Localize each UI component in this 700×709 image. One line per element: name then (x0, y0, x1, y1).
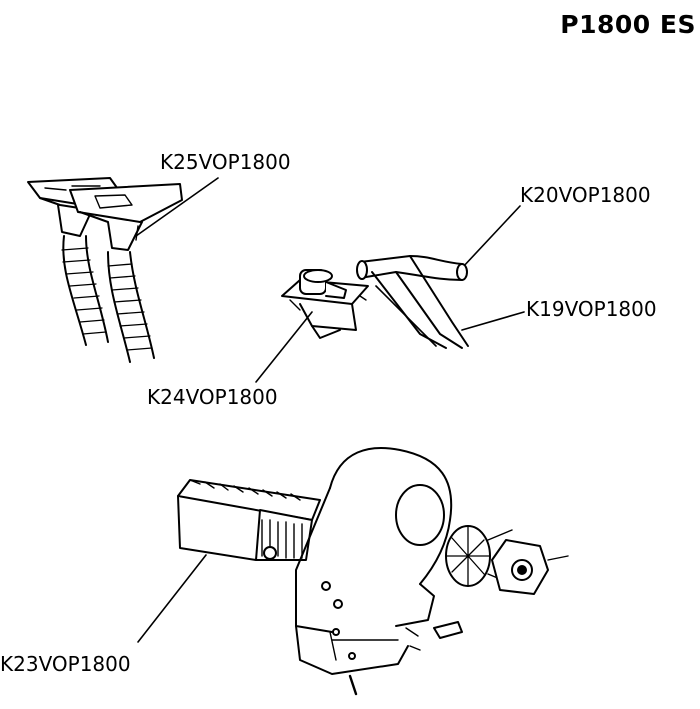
page-title: P1800 ES (560, 10, 696, 39)
blower-assembly-drawing (295, 447, 569, 696)
defroster-nozzles-drawing (27, 177, 183, 363)
part-label-k23: K23VOP1800 (0, 652, 131, 676)
heater-core-drawing (177, 479, 321, 561)
part-label-k25: K25VOP1800 (160, 150, 291, 174)
leader-lines (135, 177, 525, 643)
part-label-k24: K24VOP1800 (147, 385, 278, 409)
part-label-k19: K19VOP1800 (526, 297, 657, 321)
part-label-k20: K20VOP1800 (520, 183, 651, 207)
control-valve-drawing (281, 269, 369, 339)
leader-k24 (255, 311, 313, 383)
leader-k19 (461, 311, 525, 331)
heater-pipes-drawing (356, 255, 469, 349)
leader-k23 (137, 554, 207, 643)
leader-k20 (461, 205, 521, 269)
leader-k25 (135, 177, 219, 237)
